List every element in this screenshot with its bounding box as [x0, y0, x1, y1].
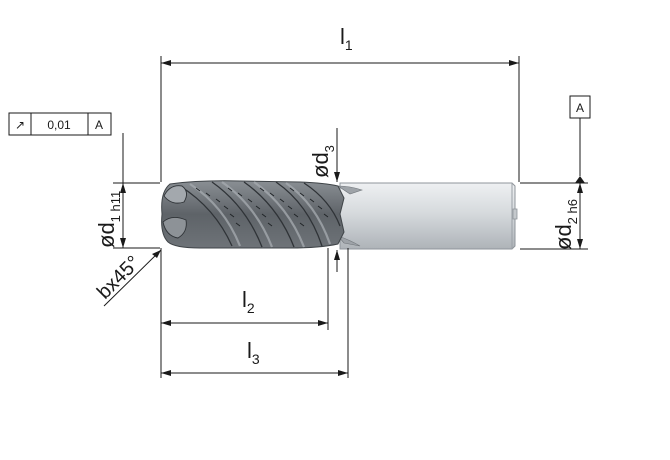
label-l3: l3: [247, 338, 260, 367]
arrowheads: [120, 60, 585, 376]
label-chamfer: bx45°: [93, 252, 145, 304]
label-d1: ød1 h11: [94, 191, 123, 248]
cutting-part: [161, 180, 345, 249]
roughing-teeth: [195, 187, 329, 227]
tolerance-datum: A: [95, 118, 103, 132]
helix-flutes: [179, 181, 341, 248]
label-l1: l1: [340, 24, 353, 53]
tolerance-frame: ↗ 0,01 A: [8, 112, 112, 136]
shank: [337, 182, 518, 250]
label-l2: l2: [242, 287, 255, 316]
runout-symbol-icon: ↗: [15, 118, 25, 132]
datum-label: A: [576, 101, 584, 115]
datum-label-box: A: [569, 95, 591, 119]
tool-tip: [162, 185, 187, 239]
tolerance-value: 0,01: [47, 118, 71, 132]
label-d2: ød2 h6: [551, 199, 580, 250]
label-d3: ød3: [308, 145, 337, 178]
tool-body: [161, 180, 518, 250]
